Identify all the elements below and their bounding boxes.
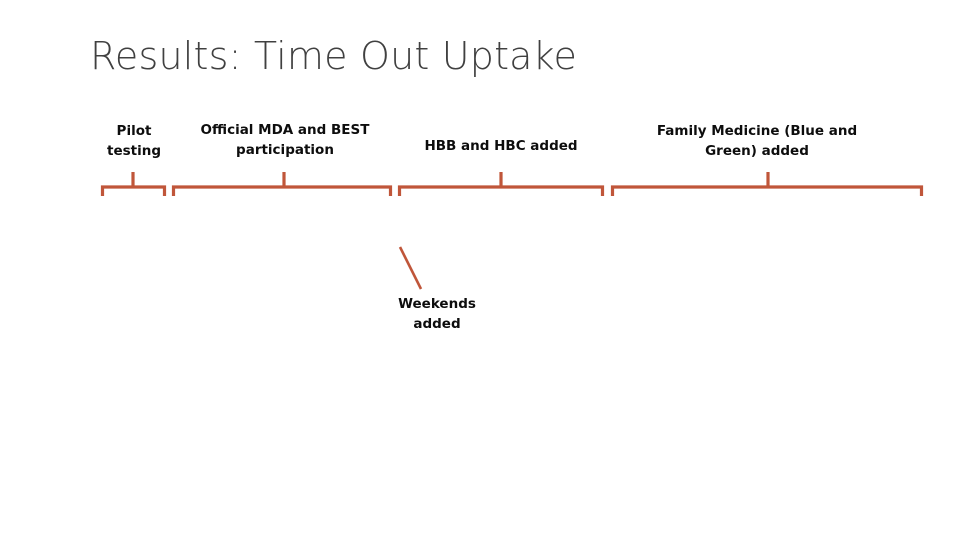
bracket-path: [610, 185, 924, 196]
phase-label-line: Green) added: [705, 143, 809, 159]
phase-label-line: Pilot: [116, 123, 152, 139]
bracket-path: [397, 185, 605, 196]
phase-label-hbb-hbc-added: HBB and HBC added: [400, 136, 602, 156]
phase-label-line: participation: [236, 142, 334, 158]
bracket-path: [171, 185, 393, 196]
annotation-label-line: added: [413, 316, 461, 332]
annotation-label-line: Weekends: [398, 296, 476, 312]
phase-label-line: Family Medicine (Blue and: [656, 123, 858, 139]
phase-label-official-mda-best: Official MDA and BEST participation: [184, 120, 386, 160]
bracket-official-mda-best: [171, 172, 393, 196]
bracket-path: [100, 185, 167, 196]
phase-label-line: Official MDA and BEST: [200, 122, 370, 138]
phase-label-line: HBB and HBC added: [424, 138, 578, 154]
bracket-pilot-testing: [100, 172, 167, 196]
bracket-hbb-hbc-added: [397, 172, 605, 196]
phase-label-family-medicine-added: Family Medicine (Blue and Green) added: [645, 121, 869, 161]
annotation-label-weekends-added: Weekends added: [372, 294, 502, 334]
weekends-leader-line: [398, 246, 423, 290]
phase-label-line: testing: [107, 143, 161, 159]
bracket-family-medicine-added: [610, 172, 924, 196]
page-title: Results: Time Out Uptake: [90, 34, 578, 78]
phase-label-pilot-testing: Pilot testing: [88, 121, 180, 161]
